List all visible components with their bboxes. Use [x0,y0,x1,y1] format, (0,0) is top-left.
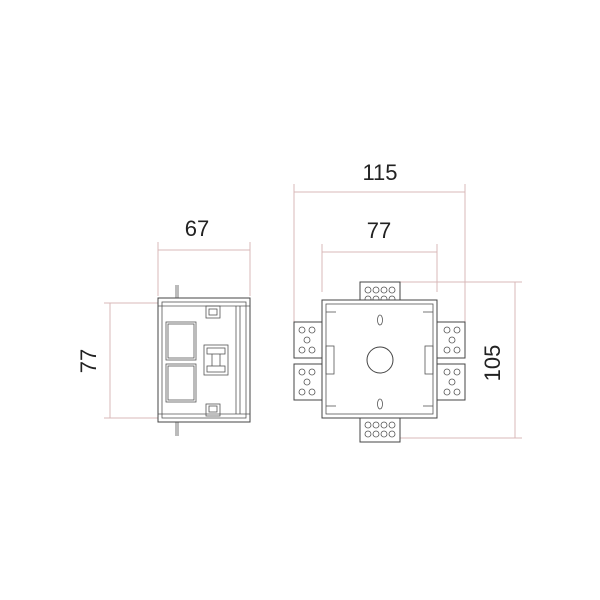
side-height-dimension: 77 [76,302,158,419]
center-knockout [366,346,394,374]
left-upper-bracket [293,321,323,359]
side-height-label: 77 [76,349,101,373]
side-view: 67 77 [76,216,251,436]
front-overall-height-dimension: 105 [400,281,522,439]
front-body-width-label: 77 [367,218,391,243]
side-width-label: 67 [185,216,209,241]
front-overall-width-label: 115 [362,160,397,185]
side-width-dimension: 67 [157,216,251,296]
front-overall-width-dimension: 115 [293,160,466,330]
bottom-bracket [359,417,401,443]
front-body-width-dimension: 77 [321,218,438,292]
front-view: 115 77 105 [293,160,522,443]
front-overall-height-label: 105 [480,345,505,382]
right-upper-bracket [436,321,466,359]
side-body [157,285,251,436]
front-body [321,299,438,419]
left-lower-bracket [293,363,323,401]
right-lower-bracket [436,363,466,401]
